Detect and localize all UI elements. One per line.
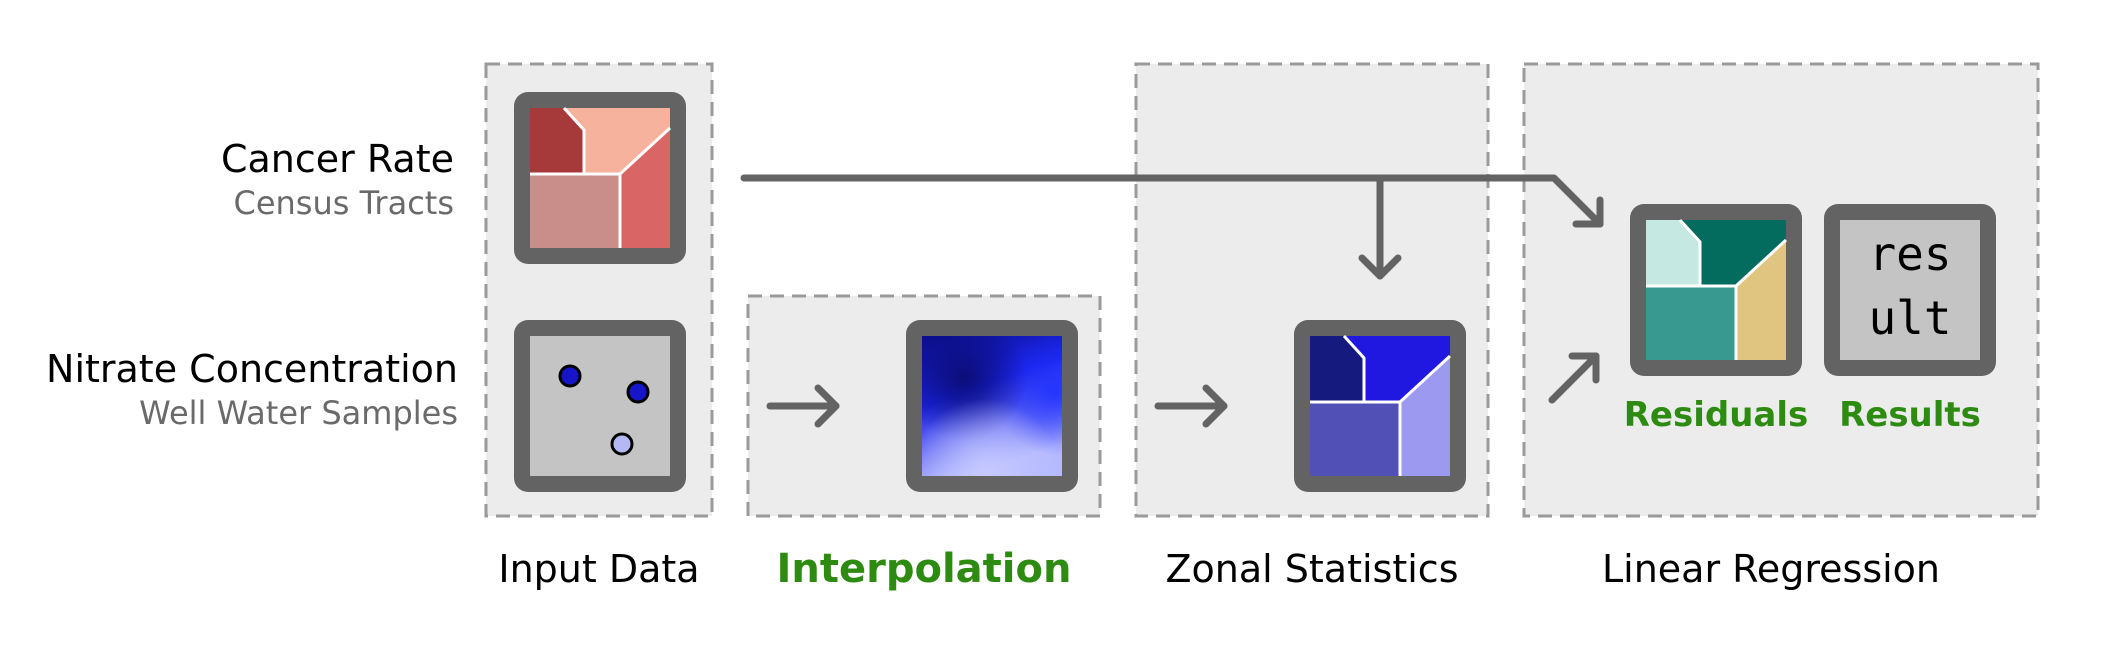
residuals-map (1630, 204, 1802, 376)
arrow-zonal-to-regression (1548, 352, 1600, 404)
arrow-cancer-to-regression (740, 174, 1604, 228)
interpolated-surface (906, 320, 1078, 492)
stage-label-zonal-statistics: Zonal Statistics (1166, 547, 1459, 591)
results-output: res ult (1824, 204, 1996, 376)
nitrate-subtitle: Well Water Samples (139, 394, 458, 432)
residuals-label: Residuals (1624, 395, 1809, 435)
well-sample-point (626, 380, 650, 404)
cancer-rate-map (514, 92, 686, 264)
arrow-cancer-to-zonal (1358, 174, 1402, 280)
results-label: Results (1839, 395, 1981, 435)
well-sample-point (610, 432, 634, 456)
stage-label-interpolation: Interpolation (777, 546, 1072, 592)
nitrate-wells-map (514, 320, 686, 492)
cancer-rate-title: Cancer Rate (221, 137, 454, 181)
arrow-into-interpolation (766, 384, 840, 428)
arrow-into-zonal-statistics (1154, 384, 1228, 428)
result-text-line1: res (1868, 227, 1951, 281)
stage-label-linear-regression: Linear Regression (1602, 547, 1940, 591)
result-text-line2: ult (1868, 291, 1951, 345)
zonal-statistics-map (1294, 320, 1466, 492)
cancer-rate-subtitle: Census Tracts (233, 184, 454, 222)
stage-label-input-data: Input Data (498, 547, 699, 591)
well-sample-point (558, 364, 582, 388)
nitrate-title: Nitrate Concentration (46, 347, 458, 391)
